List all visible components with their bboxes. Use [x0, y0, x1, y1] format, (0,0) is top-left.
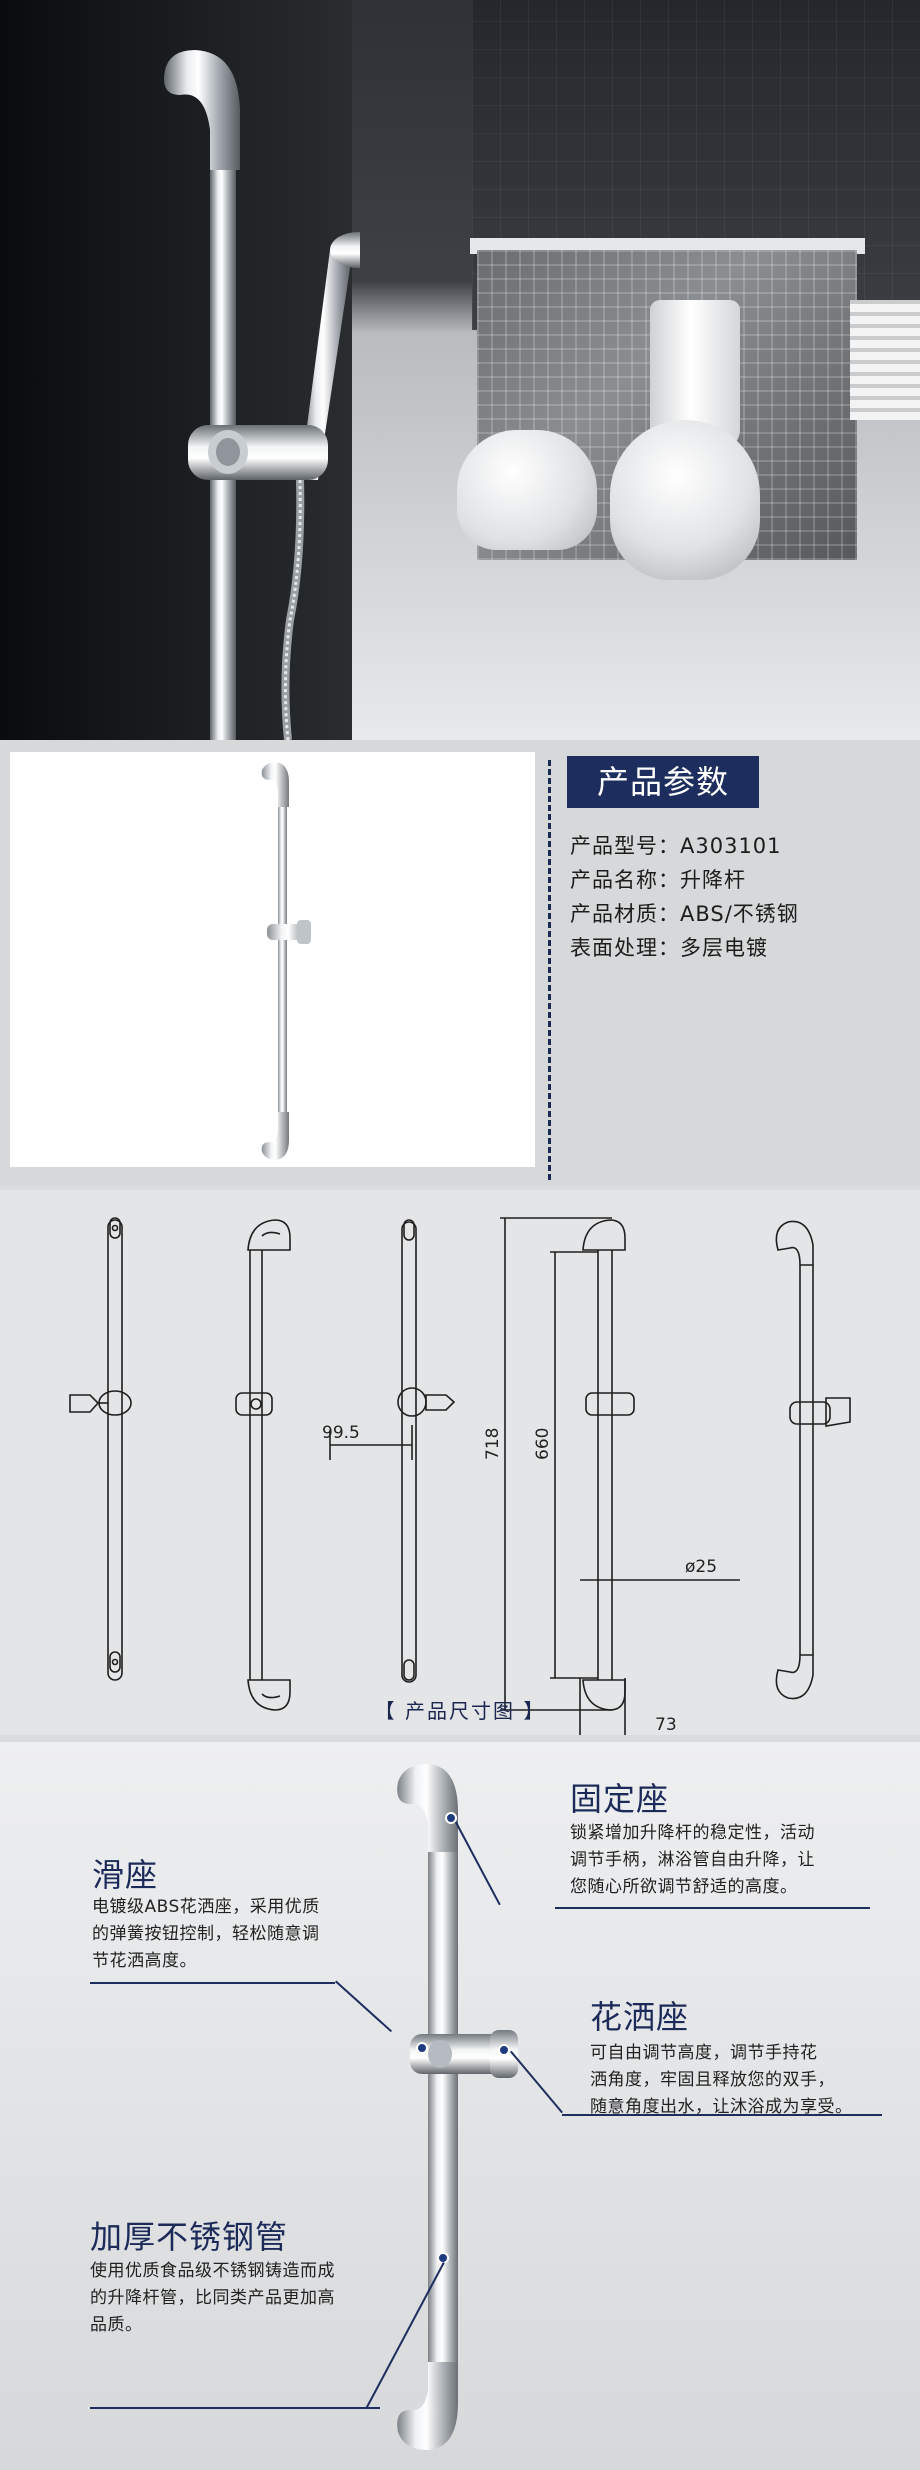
- feature-desc-steel-tube: 使用优质食品级不锈钢铸造而成 的升降杆管，比同类产品更加高 品质。: [90, 2258, 390, 2339]
- marker-dot-shower-holder: [498, 2044, 510, 2056]
- param-label: 产品材质：: [570, 902, 680, 926]
- param-value: ABS/不锈钢: [680, 902, 799, 926]
- bidet-image: [457, 430, 597, 550]
- param-value: 升降杆: [680, 868, 746, 892]
- desc-line: 锁紧增加升降杆的稳定性，活动: [570, 1823, 815, 1843]
- desc-line: 使用优质食品级不锈钢铸造而成: [90, 2261, 335, 2281]
- feature-desc-fixed-seat: 锁紧增加升降杆的稳定性，活动 调节手柄，淋浴管自由升降，让 您随心所欲调节舒适的…: [570, 1820, 870, 1901]
- desc-line: 的弹簧按钮控制，轻松随意调: [92, 1924, 320, 1944]
- marker-dot-slider: [416, 2042, 428, 2054]
- param-value: A303101: [680, 834, 782, 858]
- desc-line: 洒角度，牢固且释放您的双手，: [590, 2070, 835, 2090]
- feature-desc-slider: 电镀级ABS花洒座，采用优质 的弹簧按钮控制，轻松随意调 节花洒高度。: [92, 1894, 362, 1975]
- product-photo: [10, 752, 535, 1167]
- offset-view: [329, 1219, 456, 1683]
- slide-bar-hero-image: [164, 50, 360, 740]
- dim-inner-height-label: 660: [533, 1428, 553, 1460]
- dimension-drawing-section: 99.5 718 660 ø25 73 【 产品尺寸图 】: [0, 1190, 920, 1735]
- param-label: 产品名称：: [570, 868, 680, 892]
- desc-line: 电镀级ABS花洒座，采用优质: [92, 1897, 320, 1917]
- dim-depth-label: 73: [655, 1715, 677, 1735]
- leader-line-shower-holder-h: [562, 2114, 882, 2116]
- features-section: 固定座 锁紧增加升降杆的稳定性，活动 调节手柄，淋浴管自由升降，让 您随心所欲调…: [0, 1742, 920, 2470]
- leader-line-slider-h: [90, 1982, 335, 1984]
- leader-line-fixed-seat-h: [555, 1907, 870, 1909]
- param-row-model: 产品型号：A303101: [570, 830, 782, 860]
- slide-bar-photo-image: [261, 762, 311, 1160]
- desc-line: 调节手柄，淋浴管自由升降，让: [570, 1850, 815, 1870]
- desc-line: 品质。: [90, 2315, 143, 2335]
- desc-line: 您随心所欲调节舒适的高度。: [570, 1877, 798, 1897]
- desc-line: 节花洒高度。: [92, 1951, 197, 1971]
- front-view: [69, 1217, 132, 1681]
- feature-desc-shower-holder: 可自由调节高度，调节手持花 洒角度，牢固且释放您的双手， 随意角度出水，让沐浴成…: [590, 2040, 890, 2121]
- leader-line-steel-tube-h: [90, 2407, 380, 2409]
- param-row-material: 产品材质：ABS/不锈钢: [570, 898, 799, 928]
- hero-banner: [0, 0, 920, 740]
- param-row-name: 产品名称：升降杆: [570, 864, 746, 894]
- feature-title-steel-tube: 加厚不锈钢管: [90, 2218, 289, 2256]
- toilet-image: [610, 300, 760, 580]
- feature-title-fixed-seat: 固定座: [570, 1780, 670, 1818]
- dimension-drawing: 99.5 718 660 ø25 73: [69, 1217, 851, 1735]
- dim-total-height-label: 718: [483, 1428, 503, 1460]
- param-value: 多层电镀: [680, 936, 768, 960]
- drawing-caption: 【 产品尺寸图 】: [374, 1699, 546, 1723]
- param-row-finish: 表面处理：多层电镀: [570, 932, 768, 962]
- side-view: [235, 1219, 291, 1711]
- desc-line: 可自由调节高度，调节手持花: [590, 2043, 818, 2063]
- dim-diameter-label: ø25: [685, 1557, 717, 1577]
- towel-radiator-image: [850, 300, 920, 420]
- dim-offset-label: 99.5: [322, 1423, 360, 1443]
- dimensioned-view: [500, 1217, 740, 1735]
- hero-dark-backdrop: [0, 0, 355, 740]
- feature-title-slider: 滑座: [92, 1856, 159, 1894]
- desc-line: 随意角度出水，让沐浴成为享受。: [590, 2097, 853, 2117]
- params-title: 产品参数: [567, 756, 759, 808]
- product-parameters-section: 产品参数 产品型号：A303101 产品名称：升降杆 产品材质：ABS/不锈钢 …: [0, 740, 920, 1185]
- param-label: 产品型号：: [570, 834, 680, 858]
- perspective-view: [775, 1220, 851, 1700]
- bathroom-scene-image: [352, 0, 920, 740]
- feature-title-shower-holder: 花洒座: [590, 1998, 690, 2036]
- marker-dot-fixed-seat: [445, 1812, 457, 1824]
- slide-bar-feature-image: [397, 1764, 518, 2450]
- desc-line: 的升降杆管，比同类产品更加高: [90, 2288, 335, 2308]
- param-label: 表面处理：: [570, 936, 680, 960]
- divider-dashed-line: [548, 760, 551, 1180]
